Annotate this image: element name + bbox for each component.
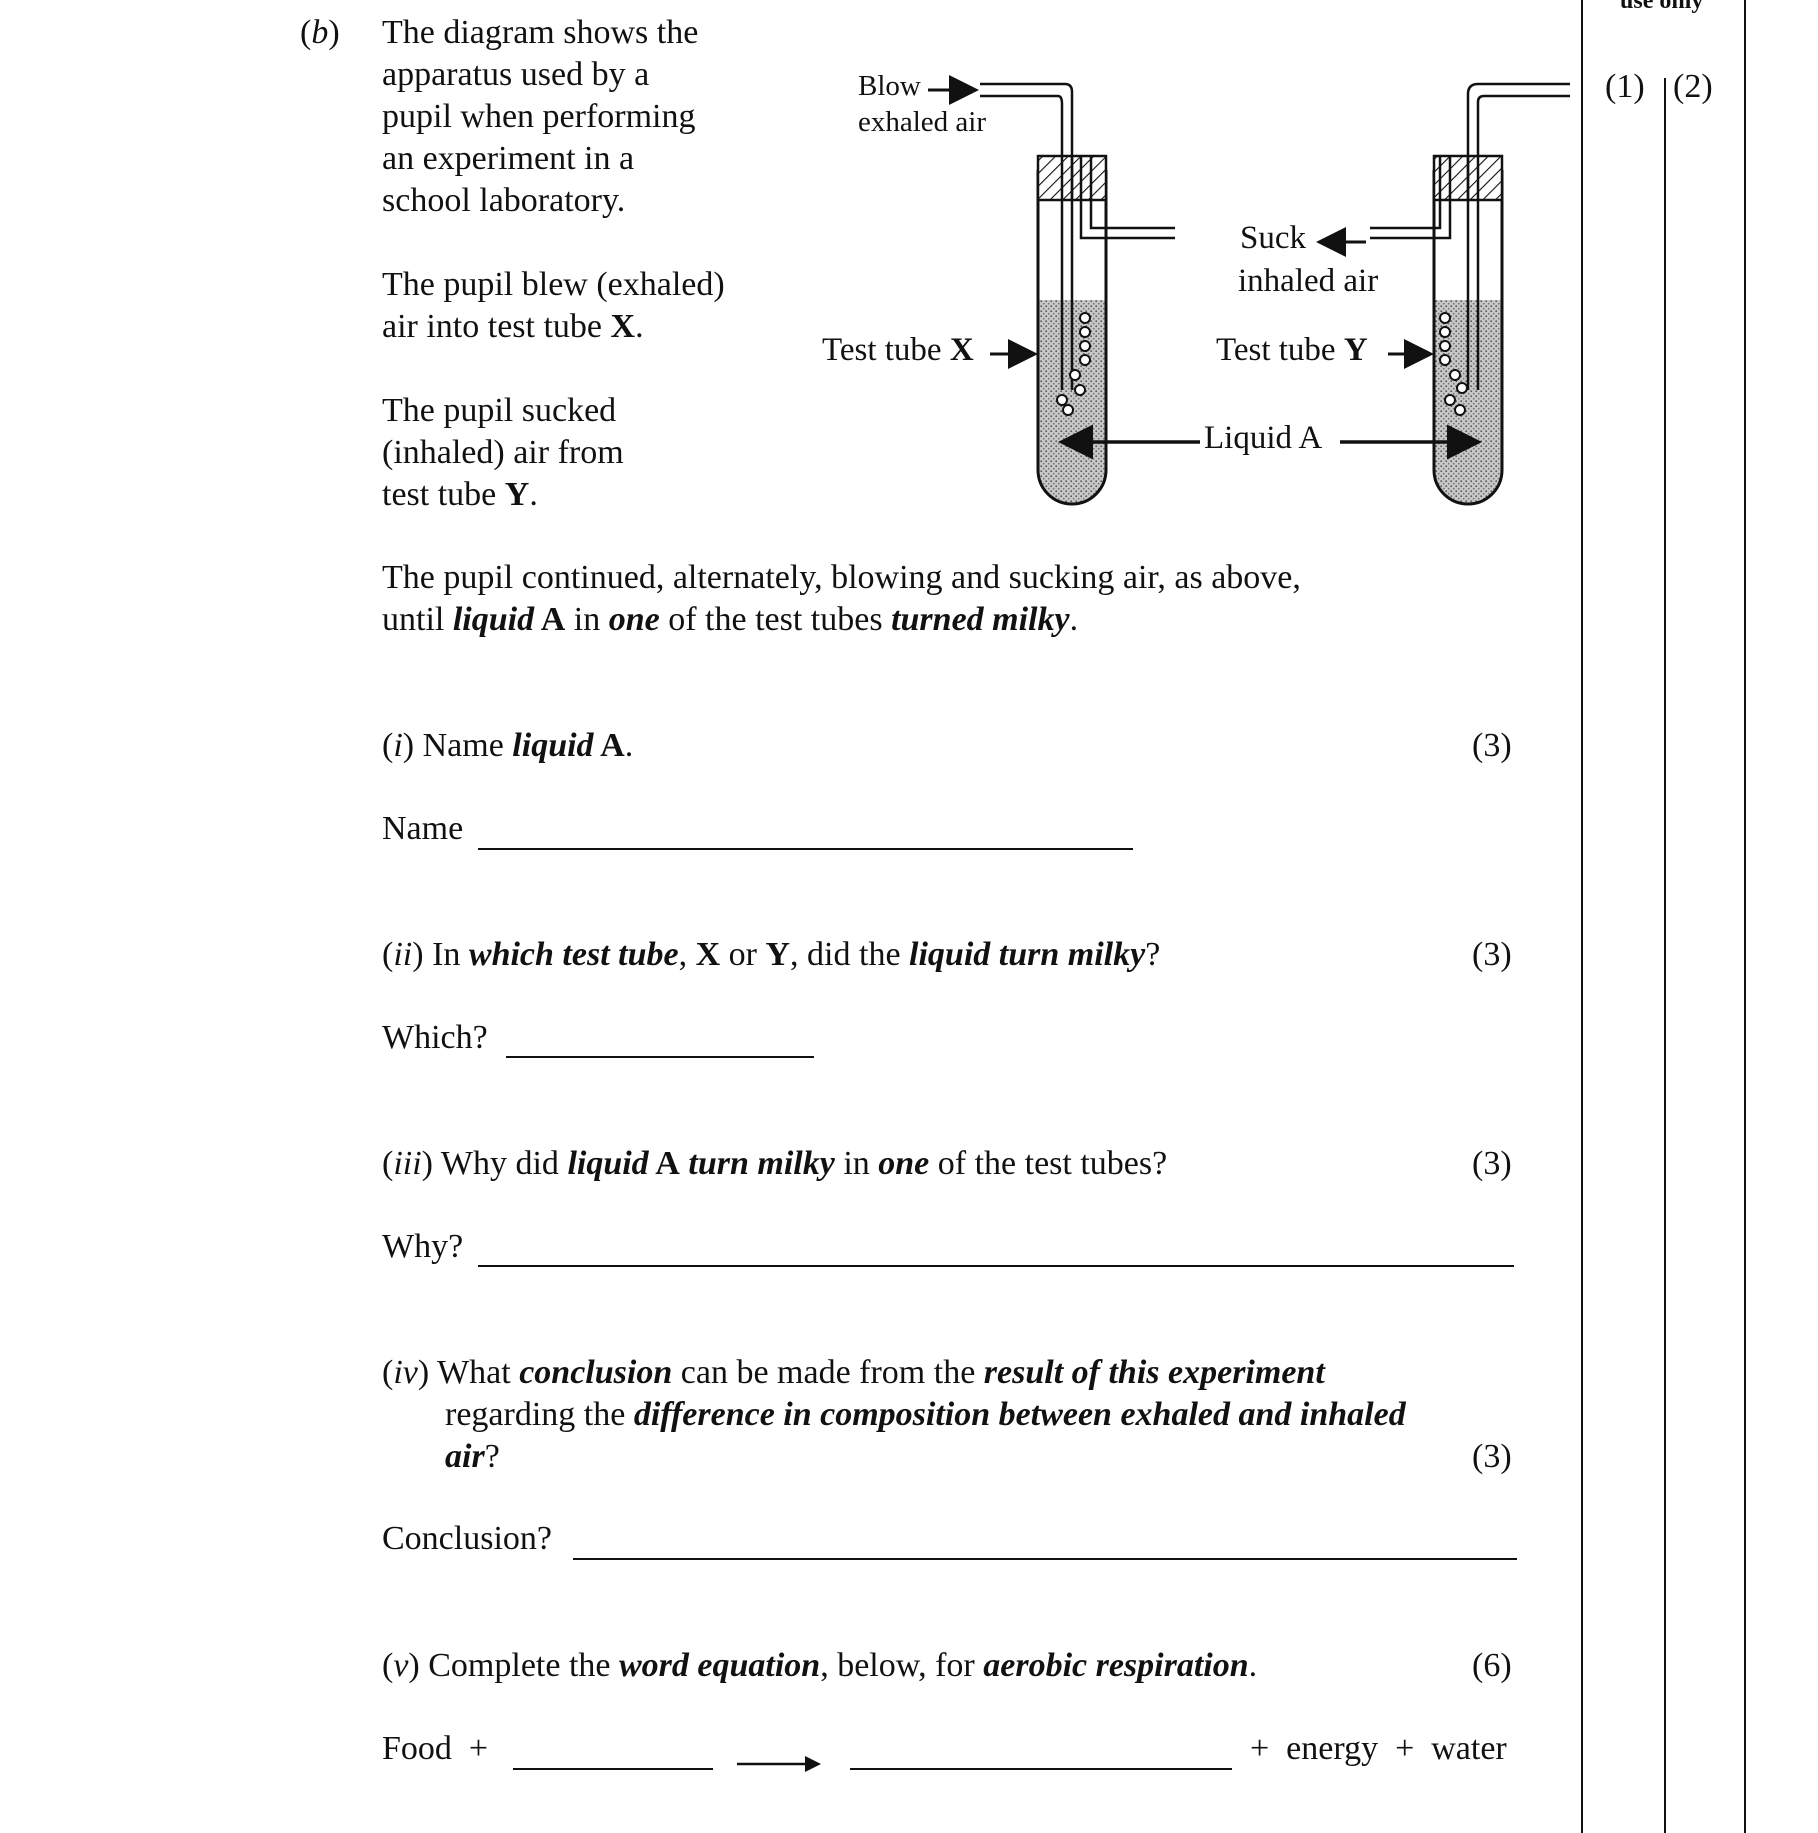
intro-text: The diagram shows the apparatus used by …: [382, 12, 698, 222]
intro-line-5: school laboratory.: [382, 182, 626, 219]
liquid-a-label: Liquid A: [1204, 420, 1323, 456]
suck-label: Suck: [1240, 220, 1306, 256]
name-answer-label: Name: [382, 810, 464, 847]
equation-arrow-icon: [737, 1756, 821, 1772]
exhaled-air-label: exhaled air: [858, 106, 987, 138]
blew-line-1: The pupil blew (exhaled): [382, 266, 725, 303]
intro-line-2: apparatus used by a: [382, 56, 650, 93]
blow-label: Blow: [858, 70, 921, 102]
question-ii-marks: (3): [1472, 936, 1512, 973]
name-answer-line[interactable]: [478, 848, 1133, 850]
intro-line-3: pupil when performing: [382, 98, 696, 135]
which-answer-label: Which?: [382, 1019, 488, 1056]
why-answer-label: Why?: [382, 1228, 464, 1265]
continued-line-2: until liquid A in one of the test tubes …: [382, 601, 1079, 638]
margin-rule-left: [1581, 0, 1583, 1833]
equation-blank-2[interactable]: [850, 1768, 1232, 1770]
continued-text: The pupil continued, alternately, blowin…: [382, 557, 1301, 641]
intro-line-4: an experiment in a: [382, 140, 635, 177]
conclusion-answer-line[interactable]: [573, 1558, 1517, 1560]
sucked-line-3: test tube Y.: [382, 476, 538, 513]
equation-blank-1[interactable]: [513, 1768, 713, 1770]
marks-col-1-label: (1): [1605, 68, 1645, 105]
why-answer-line[interactable]: [478, 1265, 1514, 1267]
intro-line-1: The diagram shows the: [382, 14, 699, 51]
question-iii: (iii) Why did liquid A turn milky in one…: [382, 1145, 1168, 1182]
apparatus-drawing: [928, 75, 1570, 506]
continued-line-1: The pupil continued, alternately, blowin…: [382, 559, 1301, 596]
question-v: (v) Complete the word equation, below, f…: [382, 1647, 1258, 1684]
blew-text: The pupil blew (exhaled) air into test t…: [382, 264, 725, 348]
apparatus-diagram: Blow exhaled air Suck inhaled air Test t…: [810, 70, 1570, 510]
margin-rule-right: [1744, 0, 1746, 1833]
examiner-use-only-label: use only: [1620, 0, 1704, 14]
conclusion-answer-label: Conclusion?: [382, 1520, 552, 1557]
sucked-line-2: (inhaled) air from: [382, 434, 624, 471]
inhaled-air-label: inhaled air: [1238, 263, 1379, 299]
test-tube-x-label: Test tube X: [822, 332, 974, 368]
question-i: (i) Name liquid A.: [382, 727, 634, 764]
equation-energy-water: + energy + water: [1250, 1730, 1507, 1767]
sucked-line-1: The pupil sucked: [382, 392, 617, 429]
question-iv-line-2: regarding the difference in composition …: [445, 1396, 1406, 1433]
question-iv-marks: (3): [1472, 1438, 1512, 1475]
part-b-label: (b): [300, 14, 340, 51]
test-tube-x: [980, 82, 1175, 506]
which-answer-line[interactable]: [506, 1056, 814, 1058]
marks-col-2-label: (2): [1673, 68, 1713, 105]
blew-line-2: air into test tube X.: [382, 308, 644, 345]
test-tube-y-label: Test tube Y: [1216, 332, 1368, 368]
question-ii: (ii) In which test tube, X or Y, did the…: [382, 936, 1161, 973]
question-i-marks: (3): [1472, 727, 1512, 764]
question-iv-line-3: air?: [445, 1438, 500, 1475]
margin-rule-middle: [1664, 78, 1666, 1833]
question-iv-line-1: (iv) What conclusion can be made from th…: [382, 1354, 1325, 1391]
question-iii-marks: (3): [1472, 1145, 1512, 1182]
question-iv: (iv) What conclusion can be made from th…: [382, 1352, 1406, 1478]
equation-food: Food +: [382, 1730, 489, 1767]
sucked-text: The pupil sucked (inhaled) air from test…: [382, 390, 624, 516]
question-v-marks: (6): [1472, 1647, 1512, 1684]
